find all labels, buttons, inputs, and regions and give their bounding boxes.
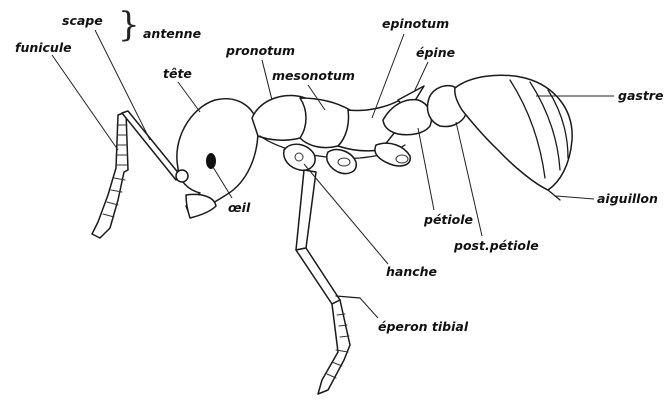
leader-hanche <box>304 164 388 264</box>
label-epine: épine <box>416 47 455 60</box>
gaster-shape <box>455 75 572 190</box>
funicule-shape <box>92 112 128 238</box>
label-tete: tête <box>163 68 192 81</box>
femur-shape <box>296 170 316 250</box>
label-mesonotum: mesonotum <box>272 70 355 83</box>
leader-petiole <box>418 128 434 210</box>
label-scape: scape <box>62 15 103 28</box>
label-eperon-tibial: éperon tibial <box>378 321 468 334</box>
tibia-shape <box>296 248 340 304</box>
tibial-spur <box>336 296 360 298</box>
antennal-socket <box>176 170 188 182</box>
eye-shape <box>206 153 216 169</box>
scape-shape <box>122 111 180 180</box>
label-hanche: hanche <box>386 266 437 279</box>
label-epinotum: epinotum <box>382 18 449 31</box>
leader-eperon <box>360 298 378 318</box>
label-oeil: œil <box>228 202 250 215</box>
pronotum-shape <box>252 95 309 140</box>
label-funicule: funicule <box>15 42 72 55</box>
label-petiole: pétiole <box>424 214 473 227</box>
label-aiguillon: aiguillon <box>597 193 658 206</box>
leader-tete <box>178 82 200 112</box>
label-gastre: gastre <box>618 90 663 103</box>
mid-coxa <box>327 150 357 174</box>
antenna <box>92 111 180 238</box>
leg <box>296 170 360 394</box>
gaster <box>455 75 572 200</box>
stinger-shape <box>548 190 560 200</box>
label-post-petiole: post.pétiole <box>454 240 539 253</box>
antenne-brace: } <box>118 8 140 42</box>
front-coxa <box>284 144 315 170</box>
label-pronotum: pronotum <box>226 45 295 58</box>
label-antenne: antenne <box>143 28 201 41</box>
leader-pronotum <box>262 60 272 100</box>
leader-funicule <box>52 55 118 150</box>
waist <box>383 86 466 135</box>
leader-aiguillon <box>556 196 594 199</box>
